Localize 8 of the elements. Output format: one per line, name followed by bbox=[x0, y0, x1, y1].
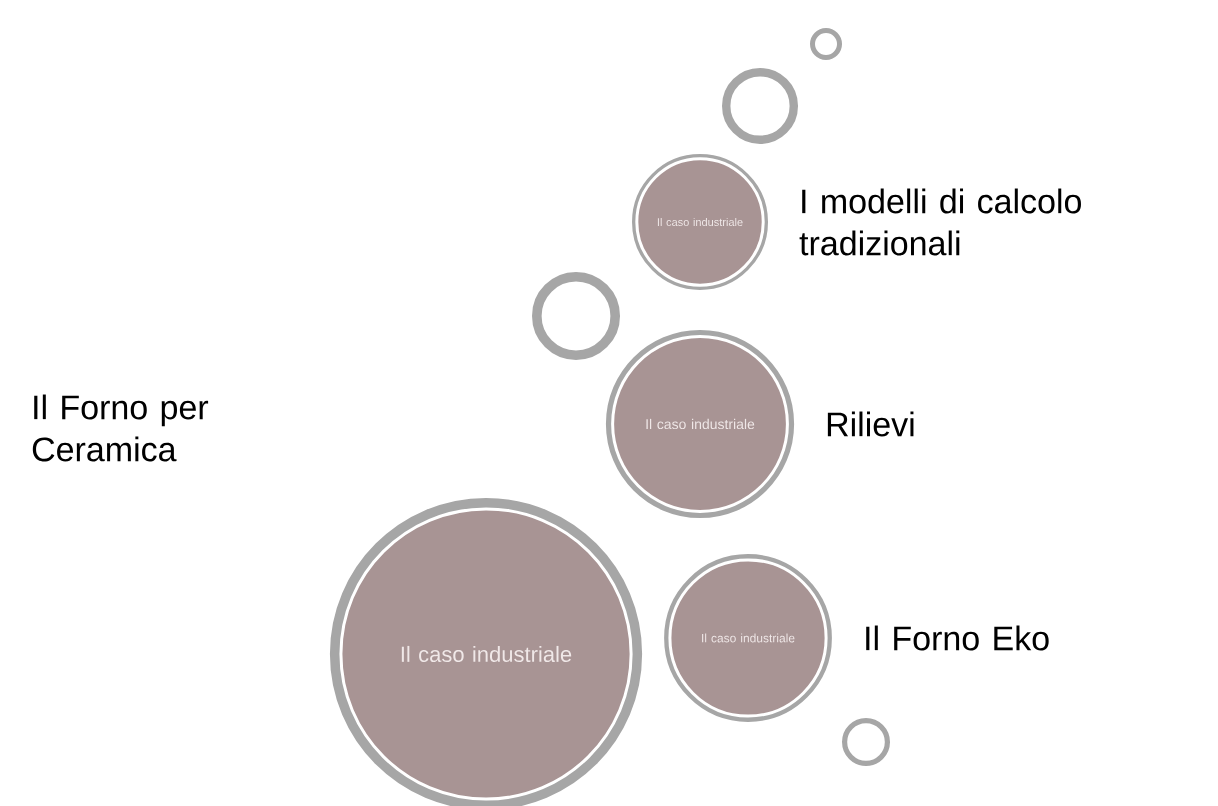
caption-text: Il Forno per Ceramica bbox=[32, 394, 209, 462]
caption-text: Il Forno Eko bbox=[866, 625, 1049, 651]
ring-circle bbox=[810, 28, 842, 60]
caption-text: Rilievi bbox=[827, 411, 914, 437]
caption-text: I modelli di calcolo tradizionali bbox=[799, 188, 1081, 256]
ring-circle bbox=[532, 271, 620, 360]
ring-circle bbox=[722, 68, 798, 144]
ring-circle bbox=[842, 718, 890, 766]
